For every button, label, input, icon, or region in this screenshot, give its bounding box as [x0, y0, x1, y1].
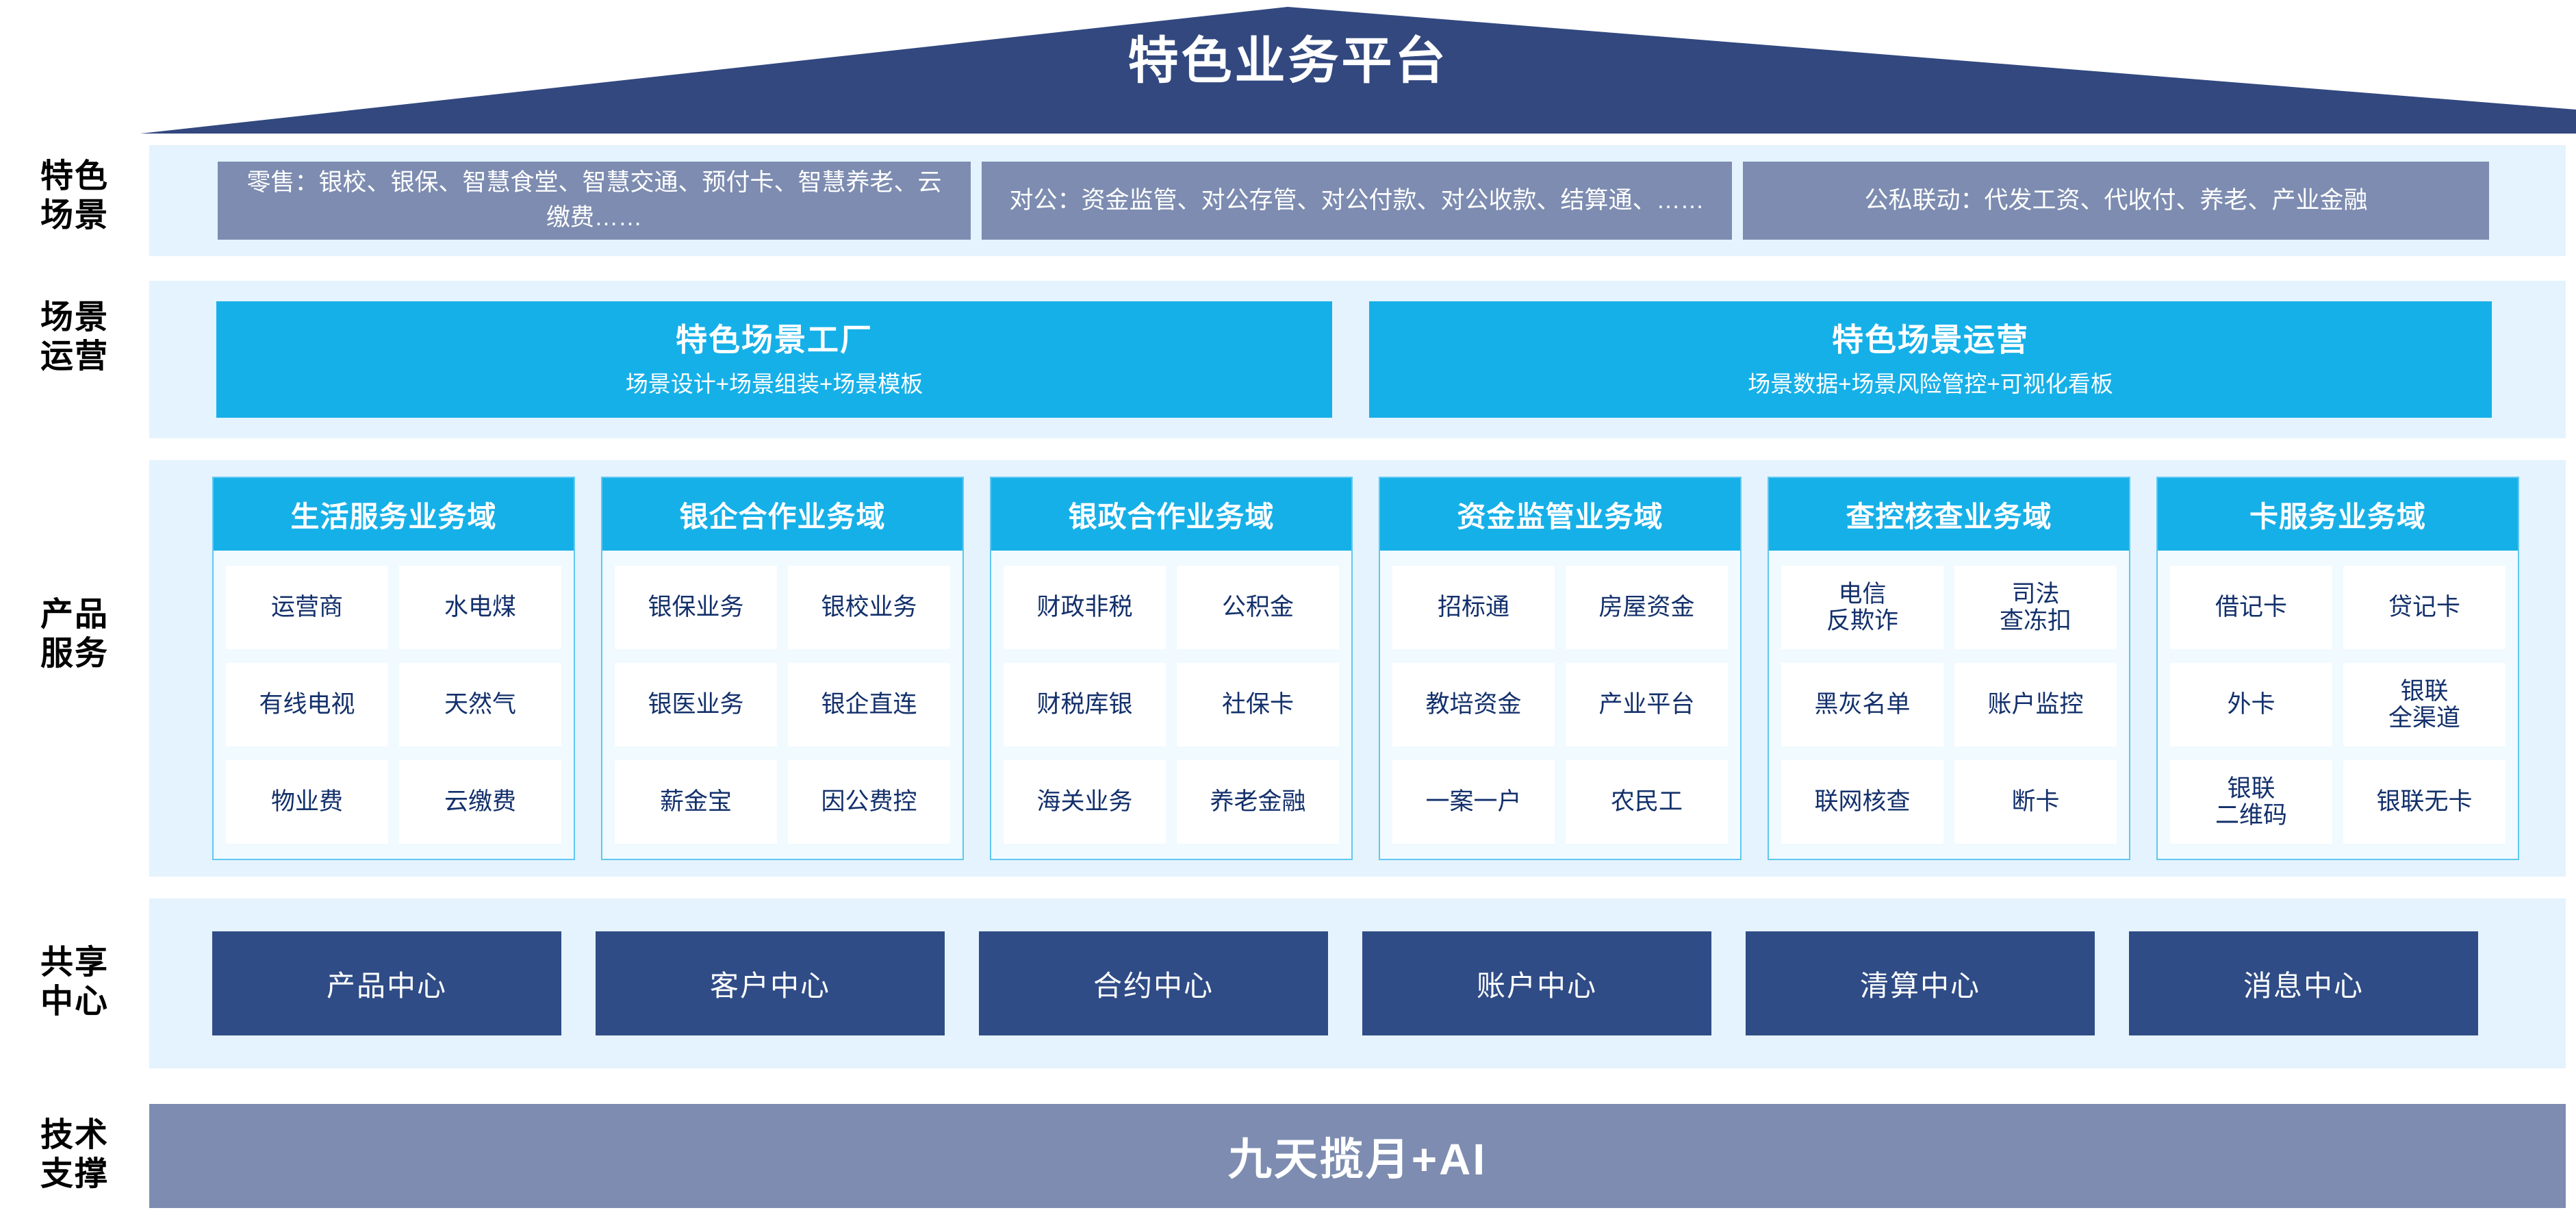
domain-item[interactable]: 教培资金 — [1392, 663, 1555, 746]
operations-box-scene-operation[interactable]: 特色场景运营 场景数据+场景风险管控+可视化看板 — [1369, 301, 2492, 418]
center-box-product[interactable]: 产品中心 — [212, 931, 561, 1035]
domain-card-card-service[interactable]: 卡服务业务域 借记卡 贷记卡 外卡 银联 全渠道 银联 二维码 银联无卡 — [2156, 477, 2519, 860]
domain-item[interactable]: 司法 查冻扣 — [1954, 566, 2117, 649]
domain-item[interactable]: 水电煤 — [399, 566, 561, 649]
scenarios-band: 零售：银校、银保、智慧食堂、智慧交通、预付卡、智慧养老、云缴费…… 对公：资金监… — [149, 145, 2566, 256]
domain-item[interactable]: 运营商 — [226, 566, 388, 649]
center-box-clearing[interactable]: 清算中心 — [1746, 931, 2095, 1035]
domain-item[interactable]: 银联无卡 — [2343, 760, 2505, 844]
domain-item[interactable]: 薪金宝 — [615, 760, 777, 844]
domain-title: 卡服务业务域 — [2158, 478, 2518, 551]
domain-item[interactable]: 银联 全渠道 — [2343, 663, 2505, 746]
domain-items: 电信 反欺诈 司法 查冻扣 黑灰名单 账户监控 联网核查 断卡 — [1769, 551, 2129, 859]
domain-item[interactable]: 房屋资金 — [1566, 566, 1728, 649]
domain-item[interactable]: 银医业务 — [615, 663, 777, 746]
operations-subtitle: 场景设计+场景组装+场景模板 — [625, 371, 923, 397]
platform-roof: 特色业务平台 — [0, 0, 2576, 144]
scenario-box-public-private[interactable]: 公私联动：代发工资、代收付、养老、产业金融 — [1743, 162, 2489, 240]
domain-item[interactable]: 银联 二维码 — [2170, 760, 2332, 844]
domain-item[interactable]: 财税库银 — [1004, 663, 1166, 746]
roof-shape — [140, 7, 2576, 134]
domain-title: 查控核查业务域 — [1769, 478, 2129, 551]
centers-band: 产品中心 客户中心 合约中心 账户中心 清算中心 消息中心 — [149, 898, 2566, 1068]
domain-item[interactable]: 联网核查 — [1781, 760, 1943, 844]
domain-item[interactable]: 有线电视 — [226, 663, 388, 746]
page-title: 特色业务平台 — [1127, 32, 1449, 89]
domain-card-investigation[interactable]: 查控核查业务域 电信 反欺诈 司法 查冻扣 黑灰名单 账户监控 联网核查 断卡 — [1768, 477, 2130, 860]
center-box-account[interactable]: 账户中心 — [1362, 931, 1711, 1035]
domain-items: 财政非税 公积金 财税库银 社保卡 海关业务 养老金融 — [991, 551, 1351, 859]
tech-support-bar[interactable]: 九天揽月+AI — [149, 1104, 2566, 1208]
operations-band: 特色场景工厂 场景设计+场景组装+场景模板 特色场景运营 场景数据+场景风险管控… — [149, 281, 2566, 438]
domain-title: 银政合作业务域 — [991, 478, 1351, 551]
operations-box-scene-factory[interactable]: 特色场景工厂 场景设计+场景组装+场景模板 — [216, 301, 1332, 418]
domain-item[interactable]: 外卡 — [2170, 663, 2332, 746]
domain-item[interactable]: 公积金 — [1177, 566, 1339, 649]
domain-items: 运营商 水电煤 有线电视 天然气 物业费 云缴费 — [214, 551, 574, 859]
domain-item[interactable]: 电信 反欺诈 — [1781, 566, 1943, 649]
domain-card-bank-government[interactable]: 银政合作业务域 财政非税 公积金 财税库银 社保卡 海关业务 养老金融 — [990, 477, 1353, 860]
center-box-customer[interactable]: 客户中心 — [596, 931, 945, 1035]
domain-card-fund-supervision[interactable]: 资金监管业务域 招标通 房屋资金 教培资金 产业平台 一案一户 农民工 — [1379, 477, 1742, 860]
operations-subtitle: 场景数据+场景风险管控+可视化看板 — [1748, 371, 2113, 397]
domain-item[interactable]: 农民工 — [1566, 760, 1728, 844]
domain-title: 银企合作业务域 — [602, 478, 962, 551]
scenario-box-retail[interactable]: 零售：银校、银保、智慧食堂、智慧交通、预付卡、智慧养老、云缴费…… — [218, 162, 971, 240]
center-box-message[interactable]: 消息中心 — [2129, 931, 2478, 1035]
domain-title: 资金监管业务域 — [1380, 478, 1740, 551]
domain-card-bank-enterprise[interactable]: 银企合作业务域 银保业务 银校业务 银医业务 银企直连 薪金宝 因公费控 — [601, 477, 964, 860]
domain-item[interactable]: 社保卡 — [1177, 663, 1339, 746]
domain-item[interactable]: 银企直连 — [788, 663, 950, 746]
domain-item[interactable]: 借记卡 — [2170, 566, 2332, 649]
row-label-tech: 技术 支撑 — [40, 1117, 109, 1192]
domain-items: 借记卡 贷记卡 外卡 银联 全渠道 银联 二维码 银联无卡 — [2158, 551, 2518, 859]
row-label-operations: 场景 运营 — [40, 299, 109, 375]
domain-item[interactable]: 银保业务 — [615, 566, 777, 649]
operations-title: 特色场景运营 — [1832, 321, 2029, 357]
row-label-centers: 共享 中心 — [40, 944, 109, 1020]
domain-item[interactable]: 海关业务 — [1004, 760, 1166, 844]
domain-item[interactable]: 云缴费 — [399, 760, 561, 844]
domain-items: 银保业务 银校业务 银医业务 银企直连 薪金宝 因公费控 — [602, 551, 962, 859]
domain-item[interactable]: 产业平台 — [1566, 663, 1728, 746]
center-box-contract[interactable]: 合约中心 — [979, 931, 1328, 1035]
domain-item[interactable]: 银校业务 — [788, 566, 950, 649]
domain-item[interactable]: 断卡 — [1954, 760, 2117, 844]
domain-item[interactable]: 招标通 — [1392, 566, 1555, 649]
domain-title: 生活服务业务域 — [214, 478, 574, 551]
domain-item[interactable]: 黑灰名单 — [1781, 663, 1943, 746]
domain-item[interactable]: 财政非税 — [1004, 566, 1166, 649]
domain-card-life-service[interactable]: 生活服务业务域 运营商 水电煤 有线电视 天然气 物业费 云缴费 — [212, 477, 575, 860]
row-label-products: 产品 服务 — [40, 596, 109, 672]
domain-item[interactable]: 一案一户 — [1392, 760, 1555, 844]
scenario-box-corporate[interactable]: 对公：资金监管、对公存管、对公付款、对公收款、结算通、…… — [982, 162, 1732, 240]
operations-title: 特色场景工厂 — [676, 321, 873, 357]
row-label-scenarios: 特色 场景 — [40, 158, 109, 234]
domain-items: 招标通 房屋资金 教培资金 产业平台 一案一户 农民工 — [1380, 551, 1740, 859]
domain-item[interactable]: 养老金融 — [1177, 760, 1339, 844]
domain-item[interactable]: 因公费控 — [788, 760, 950, 844]
domain-item[interactable]: 天然气 — [399, 663, 561, 746]
domain-item[interactable]: 物业费 — [226, 760, 388, 844]
domain-item[interactable]: 贷记卡 — [2343, 566, 2505, 649]
domain-item[interactable]: 账户监控 — [1954, 663, 2117, 746]
